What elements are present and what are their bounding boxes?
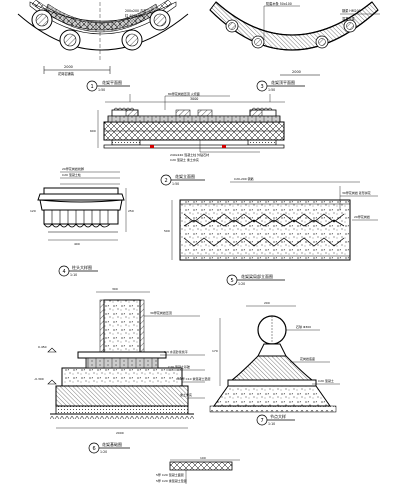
v7-dim-side: 170 <box>212 349 218 353</box>
view-6-scale: 1:20 <box>100 450 107 454</box>
v4-dim: 400 <box>74 242 80 246</box>
view-7-node-detail: 200 石球 Φ300 花岗岩底座 C20 混凝土 170 7 节点大样 1:1… <box>209 301 340 426</box>
elevation-capitals <box>111 107 277 117</box>
v7-dim-top: 200 <box>264 301 270 305</box>
view-1-num: 1 <box>91 84 94 90</box>
view-2-num: 2 <box>165 178 168 184</box>
v7-note-a: 石球 Φ300 <box>296 324 311 329</box>
view-4-scale: 1:10 <box>70 273 77 277</box>
bottom-note-a: 5厚 C20 混凝土面层 <box>156 472 184 477</box>
v6-note-d: 100厚 C10 素混凝土垫层 <box>176 376 211 381</box>
bottom-detail-strip: 100 5厚 C20 混凝土面层 5厚 C20 素混凝土垫层 <box>156 456 240 484</box>
view-3-num: 3 <box>261 84 264 90</box>
v4-dim-side: 250 <box>128 209 134 213</box>
v3-note-b: 钢梁 HM200 <box>342 8 361 13</box>
view-2-scale: 1:50 <box>172 182 179 186</box>
v4-dim-left: 120 <box>30 209 36 213</box>
plan-columns <box>31 9 171 51</box>
view-6-num: 6 <box>93 446 96 452</box>
v6-dim-top: 300 <box>112 287 118 291</box>
v3-note-a: 防腐木条 50x100 <box>266 1 292 6</box>
view-5-scale: 1:20 <box>238 282 245 286</box>
v2-note-c: C20 混凝土 素土夯实 <box>170 157 199 162</box>
view-5-title: 花架梁局部立面图 <box>241 273 273 279</box>
v6-elev-b: -0.300 <box>34 377 44 381</box>
v5-note-a: C20-200 钢筋 <box>234 176 254 181</box>
v7-note-b: 花岗岩底座 <box>300 356 315 361</box>
v2-note-a: 80厚花岗岩压顶 火烧面 <box>168 91 200 96</box>
view-3-top-plan: 防腐木条 50x100 钢梁 HM200 混凝土梁 2000 3 花架顶平面图 … <box>209 1 380 92</box>
view-7-scale: 1:10 <box>268 422 275 426</box>
view-4-capital: 20厚花岗岩线脚 C20 混凝土柱 400 250 120 4 柱头大样图 1:… <box>30 166 134 277</box>
v1-dim: 2000 <box>64 65 73 69</box>
v6-note-a: 30厚花岗岩压顶 <box>150 310 172 315</box>
v4-note-a: 20厚花岗岩线脚 <box>62 166 84 171</box>
view-7-num: 7 <box>261 418 264 424</box>
v2-dim-side: 600 <box>90 129 96 133</box>
view-1-plan: 2000 花岗岩铺装 200x200 青石 柱 400x400 1 花架平面图 … <box>17 0 189 92</box>
v1-note-a: 花岗岩铺装 <box>58 71 75 76</box>
v3-note-c: 混凝土梁 <box>342 16 356 21</box>
bottom-dim: 100 <box>200 456 206 460</box>
v6-dim-bottom: 2000 <box>116 431 124 435</box>
v2-dim-top: 3000 <box>190 97 198 101</box>
v7-note-c: C20 混凝土 <box>318 378 334 383</box>
v1-note-b: 200x200 青石 <box>125 8 146 13</box>
beam-diamond-pattern <box>183 213 345 247</box>
v5-note-b: 30厚花岗岩 菱形拼花 <box>342 190 371 195</box>
v4-note-b: C20 混凝土柱 <box>62 172 81 177</box>
view-7-title: 节点大样 <box>270 413 286 419</box>
view-5-beam-elevation: C20-200 钢筋 30厚花岗岩 菱形拼花 20厚花岗岩 500 5 花架梁局… <box>164 176 378 286</box>
view-3-scale: 1:50 <box>268 88 275 92</box>
v5-note-c: 20厚花岗岩 <box>354 214 370 219</box>
v6-note-b: 1:3 水泥砂浆找平 <box>164 349 188 354</box>
view-6-title: 花架基础图 <box>102 441 122 447</box>
view-2-elevation: 3000 80厚花岗岩压顶 火烧面 240x240 混凝土柱 外贴石材 <box>90 91 285 186</box>
view-6-foundation: 300 0.450 -0.300 30厚花岗岩压顶 1:3 水泥砂浆找平 C20… <box>34 287 211 454</box>
v6-elev-a: 0.450 <box>38 345 47 349</box>
view-1-title: 花架平面图 <box>102 79 122 85</box>
v6-note-c: C20 混凝土基础 <box>168 364 190 369</box>
view-1-scale: 1:50 <box>98 88 105 92</box>
top-plan-columns <box>225 19 357 49</box>
view-5-num: 5 <box>231 278 234 284</box>
view-3-title: 花架顶平面图 <box>271 79 295 85</box>
bottom-note-b: 5厚 C20 素混凝土垫层 <box>156 478 187 483</box>
v6-note-e: 素土夯实 <box>180 392 192 397</box>
v5-dim-side: 500 <box>164 229 170 233</box>
view-4-title: 柱头大样图 <box>72 264 92 270</box>
v1-note-c: 柱 400x400 <box>125 13 143 18</box>
view-4-num: 4 <box>63 269 66 275</box>
v2-note-b: 240x240 混凝土柱 外贴石材 <box>170 152 209 157</box>
view-2-title: 花架立面图 <box>175 173 195 179</box>
v3-dim: 2000 <box>292 70 301 74</box>
